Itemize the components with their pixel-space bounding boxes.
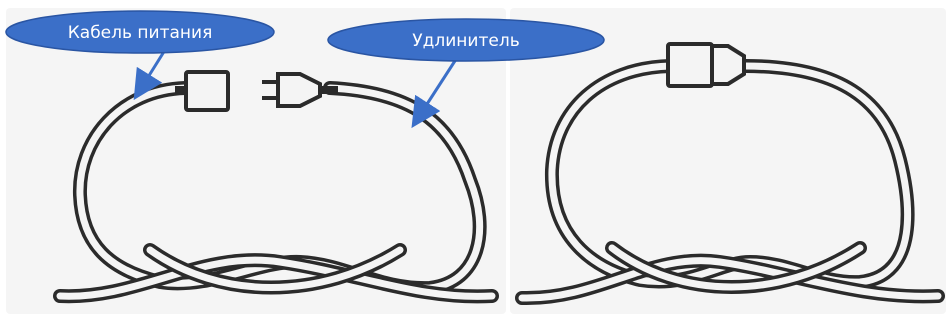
left-panel-background (6, 8, 506, 314)
right-panel-background (510, 8, 946, 314)
